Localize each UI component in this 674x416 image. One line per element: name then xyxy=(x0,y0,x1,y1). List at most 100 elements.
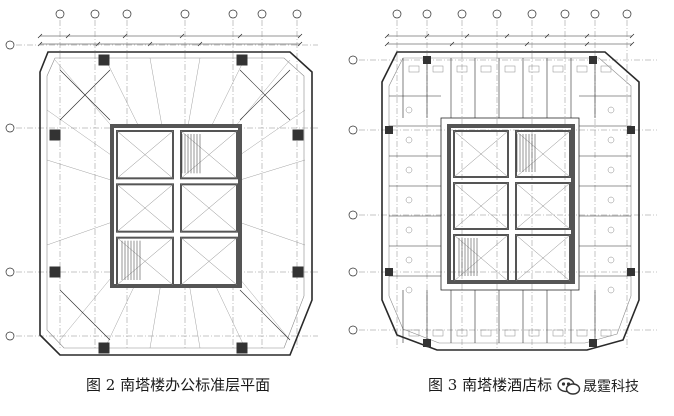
structural-column xyxy=(98,342,110,354)
floor-slab-outline xyxy=(39,51,313,356)
structural-column xyxy=(236,342,248,354)
dimension-tick xyxy=(544,33,550,39)
grid-bubble xyxy=(348,325,358,335)
structural-column xyxy=(236,54,248,66)
dimension-tick xyxy=(95,41,101,47)
core-wall xyxy=(110,124,242,288)
grid-bubble xyxy=(348,55,358,65)
dimension-tick xyxy=(384,41,390,47)
shaft-cross xyxy=(453,182,509,230)
dimension-tick xyxy=(179,33,185,39)
room-fixture xyxy=(607,196,615,204)
dimension-tick xyxy=(464,33,470,39)
structural-column xyxy=(423,56,431,64)
floor-slab-outline xyxy=(381,51,640,351)
shaft-wall xyxy=(116,183,174,233)
shaft-cross xyxy=(116,184,174,232)
grid-bubble xyxy=(122,9,132,19)
dimension-tick xyxy=(147,41,153,47)
dimension-tick xyxy=(122,33,128,39)
corner-brace xyxy=(239,69,291,121)
grid-bubble xyxy=(5,123,15,133)
dimension-tick xyxy=(297,41,303,47)
room-fixture xyxy=(432,65,444,73)
room-fixture xyxy=(432,329,444,337)
structural-column xyxy=(385,126,393,134)
grid-bubble xyxy=(422,9,432,19)
room-fixture xyxy=(405,226,413,234)
grid-bubble xyxy=(492,9,502,19)
room-fixture xyxy=(405,136,413,144)
shaft-cross xyxy=(515,130,571,178)
room-fixture xyxy=(528,65,540,73)
room-fixture xyxy=(607,106,615,114)
shaft-cross xyxy=(180,184,238,232)
room-fixture xyxy=(405,256,413,264)
room-fixture xyxy=(576,65,588,73)
figure-hotel-plan xyxy=(337,0,674,416)
grid-bubble xyxy=(348,210,358,220)
grid-bubble xyxy=(348,125,358,135)
grid-bubble xyxy=(622,9,632,19)
corridor-ring xyxy=(440,117,580,291)
dimension-tick xyxy=(449,41,455,47)
room-fixture xyxy=(405,196,413,204)
grid-bubble xyxy=(392,9,402,19)
shaft-cross xyxy=(453,234,509,282)
dimension-tick xyxy=(504,33,510,39)
figure-office-plan: 图 2 南塔楼办公标准层平面 xyxy=(5,9,318,394)
shaft-wall xyxy=(515,182,571,230)
room-fixture xyxy=(600,65,612,73)
figure-2-caption: 图 2 南塔楼办公标准层平面 xyxy=(86,376,271,394)
structural-column xyxy=(292,129,304,141)
room-fixture xyxy=(607,226,615,234)
grid-bubble xyxy=(5,40,15,50)
shaft-cross xyxy=(515,234,571,282)
dimension-tick xyxy=(37,41,43,47)
dimension-tick xyxy=(37,33,43,39)
room-fixture xyxy=(504,65,516,73)
corner-brace xyxy=(239,289,291,341)
room-fixture xyxy=(405,286,413,294)
room-fixture xyxy=(405,166,413,174)
grid-bubble xyxy=(90,9,100,19)
wechat-brand-icon xyxy=(557,377,581,395)
dimension-tick xyxy=(524,41,530,47)
shaft-wall xyxy=(515,234,571,282)
structural-column xyxy=(98,54,110,66)
shaft-cross xyxy=(453,130,509,178)
room-fixture xyxy=(552,329,564,337)
core-wall xyxy=(447,124,575,284)
dimension-tick xyxy=(384,33,390,39)
grid-bubble xyxy=(457,9,467,19)
grid-bubble xyxy=(257,9,267,19)
shaft-wall xyxy=(116,236,174,287)
corner-brace xyxy=(59,289,111,341)
grid-bubble xyxy=(55,9,65,19)
room-fixture xyxy=(600,329,612,337)
room-fixture xyxy=(607,256,615,264)
dimension-tick xyxy=(197,41,203,47)
grid-bubble xyxy=(180,9,190,19)
shaft-cross xyxy=(116,237,174,286)
dimension-tick xyxy=(629,33,635,39)
shaft-wall xyxy=(180,130,238,180)
corner-brace xyxy=(59,69,111,121)
office-floor-plan-drawing xyxy=(5,9,318,356)
shaft-wall xyxy=(453,182,509,230)
dimension-tick xyxy=(584,41,590,47)
room-fixture xyxy=(408,329,420,337)
shaft-wall xyxy=(515,130,571,178)
room-fixture xyxy=(607,136,615,144)
shaft-cross xyxy=(180,130,238,179)
shaft-wall xyxy=(180,183,238,233)
grid-bubble xyxy=(560,9,570,19)
grid-bubble xyxy=(292,9,302,19)
room-fixture xyxy=(405,106,413,114)
structural-column xyxy=(49,129,61,141)
room-fixture xyxy=(607,166,615,174)
room-fixture xyxy=(528,329,540,337)
structural-column xyxy=(423,339,431,347)
room-fixture xyxy=(552,65,564,73)
facade-inner-line xyxy=(46,57,305,349)
